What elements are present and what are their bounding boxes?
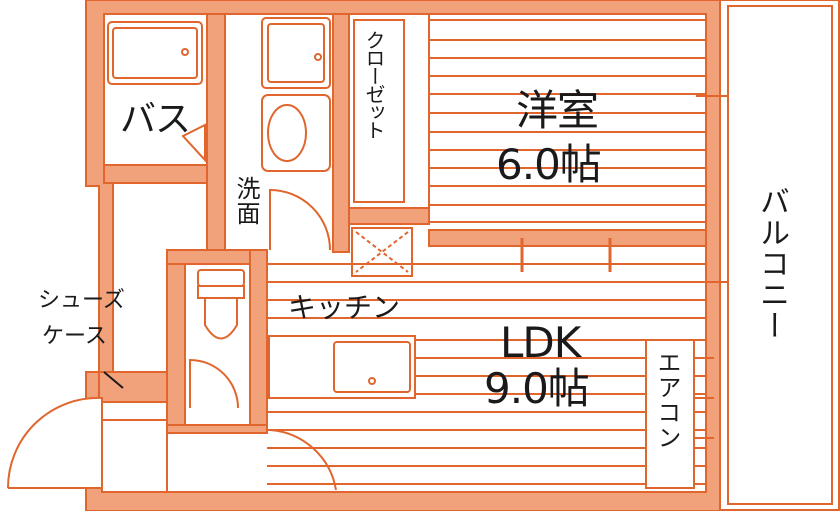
room-wall-bottom [428,229,707,247]
closet-wall-bottom [348,207,430,225]
bath-wall-bottom [103,164,208,184]
aircon-label: エアコン [653,350,681,450]
wash-basin [261,94,331,172]
shoe-case-label-2: ケース [42,324,107,349]
western-room-size: 6.0帖 [496,140,602,189]
western-room-floor [429,19,706,223]
balcony-label: バルコニー [754,186,789,341]
toilet-bowl [204,297,238,340]
washroom-label: 洗面 [232,176,260,226]
toilet-door [189,358,239,409]
toilet-wall-right [249,249,268,427]
aircon-box [645,339,695,489]
wash-door [269,188,331,251]
western-room-name: 洋室 [516,86,599,135]
bathtub [107,21,203,85]
toilet-wall-left [166,249,186,427]
ldk-size: 9.0帖 [484,364,590,413]
toilet-tank [197,269,245,287]
bath-wall-right [206,13,226,252]
bath-label: バス [120,99,191,140]
washing-machine [261,17,331,89]
kitchen-counter [268,335,416,399]
entrance-door [6,396,103,489]
kitchen-label: キッチン [288,291,401,324]
closet-outline [348,13,430,209]
ldk-name: LDK [500,318,581,367]
shoe-case-label-1: シューズ [38,288,125,313]
wash-wall-right [332,13,350,253]
closet-label: クローゼット [362,30,386,138]
